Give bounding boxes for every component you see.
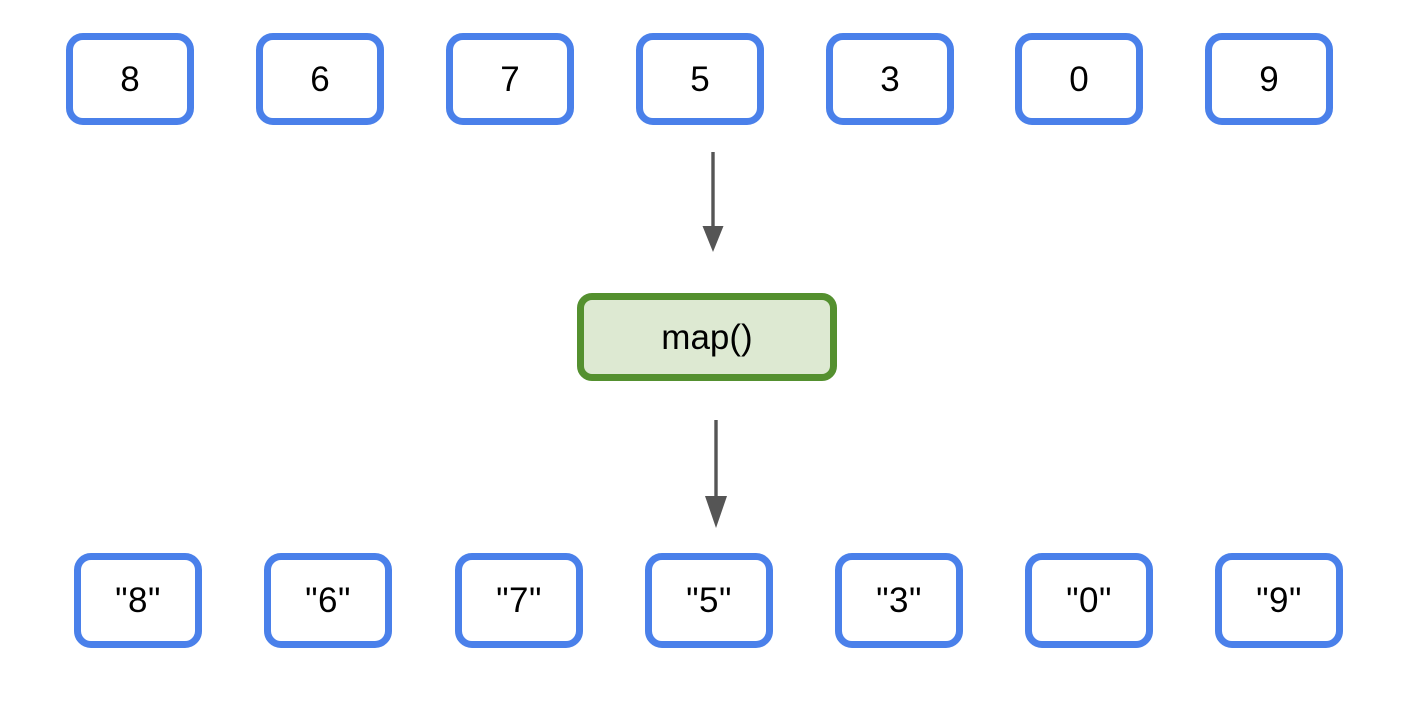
- arrow-input-to-map-icon: [702, 152, 724, 252]
- input-value-label-6: 9: [1259, 59, 1279, 99]
- output-value-box-6[interactable]: "9": [1215, 553, 1343, 648]
- input-value-label-3: 5: [690, 59, 710, 99]
- map-function-node[interactable]: map(): [577, 293, 837, 381]
- output-value-label-6: "9": [1256, 581, 1302, 620]
- input-value-label-4: 3: [880, 59, 900, 99]
- output-value-label-0: "8": [115, 581, 161, 620]
- output-value-box-5[interactable]: "0": [1025, 553, 1153, 648]
- output-value-box-4[interactable]: "3": [835, 553, 963, 648]
- map-function-label: map(): [661, 317, 753, 357]
- output-value-box-1[interactable]: "6": [264, 553, 392, 648]
- output-value-box-0[interactable]: "8": [74, 553, 202, 648]
- output-value-label-5: "0": [1066, 581, 1112, 620]
- arrow-map-to-output-icon: [705, 420, 727, 528]
- input-value-box-0[interactable]: 8: [66, 33, 194, 125]
- output-value-label-1: "6": [305, 581, 351, 620]
- output-value-label-2: "7": [496, 581, 542, 620]
- input-value-box-1[interactable]: 6: [256, 33, 384, 125]
- input-value-box-5[interactable]: 0: [1015, 33, 1143, 125]
- output-value-box-2[interactable]: "7": [455, 553, 583, 648]
- input-value-label-1: 6: [310, 59, 330, 99]
- output-value-label-3: "5": [686, 581, 732, 620]
- output-value-label-4: "3": [876, 581, 922, 620]
- input-value-box-3[interactable]: 5: [636, 33, 764, 125]
- input-value-box-2[interactable]: 7: [446, 33, 574, 125]
- input-value-label-2: 7: [500, 59, 520, 99]
- input-value-label-0: 8: [120, 59, 140, 99]
- input-value-box-6[interactable]: 9: [1205, 33, 1333, 125]
- input-value-box-4[interactable]: 3: [826, 33, 954, 125]
- input-value-label-5: 0: [1069, 59, 1089, 99]
- output-value-box-3[interactable]: "5": [645, 553, 773, 648]
